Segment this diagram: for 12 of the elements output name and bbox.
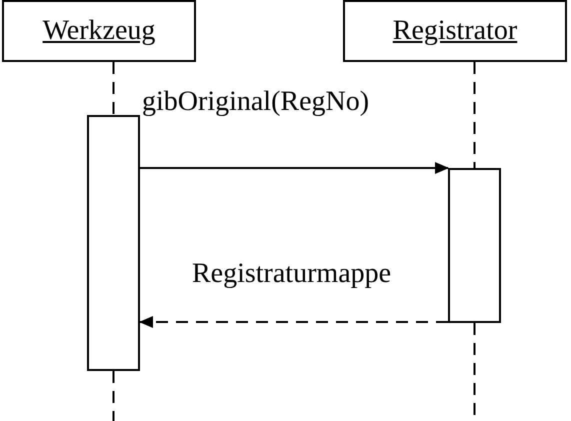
return-arrow xyxy=(139,316,448,328)
activation-bar xyxy=(87,115,140,371)
object-name: Registrator xyxy=(392,15,518,47)
object-box xyxy=(343,0,567,62)
lifeline xyxy=(474,62,476,168)
object-name: Werkzeug xyxy=(42,15,156,47)
activation-bar xyxy=(448,168,501,323)
lifeline xyxy=(112,62,114,115)
object-box xyxy=(2,0,196,62)
message-arrow xyxy=(140,162,449,174)
lifeline xyxy=(112,371,114,421)
message-label: gibOriginal(RegNo) xyxy=(142,88,370,116)
